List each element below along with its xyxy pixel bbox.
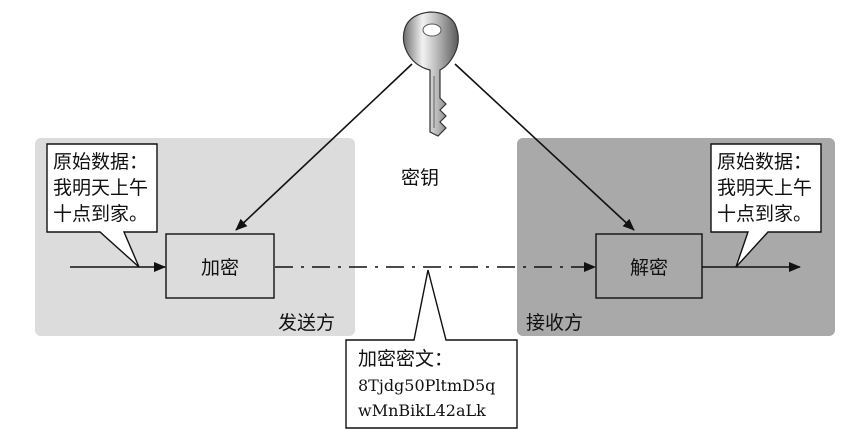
ciphertext-line1: 8Tjdg50PltmD5q — [358, 376, 495, 395]
sender-callout-line2: 十点到家。 — [53, 203, 148, 225]
ciphertext-line2: wMnBikL42aLk — [358, 401, 486, 420]
receiver-callout-title: 原始数据： — [717, 151, 812, 173]
sender-zone-label: 发送方 — [278, 312, 335, 334]
key-to-encrypt-arrow — [235, 63, 413, 231]
receiver-callout-line2: 十点到家。 — [717, 203, 812, 225]
sender-callout-line1: 我明天上午 — [53, 177, 148, 199]
ciphertext-title: 加密密文： — [358, 348, 453, 370]
key-icon — [402, 11, 459, 137]
encrypt-box — [165, 233, 275, 299]
decrypt-box — [595, 233, 703, 299]
ciphertext-callout: 加密密文： 8Tjdg50PltmD5q wMnBikL42aLk — [345, 269, 518, 429]
sender-callout-title: 原始数据： — [53, 151, 148, 173]
encrypt-label: 加密 — [201, 257, 239, 279]
receiver-callout: 原始数据： 我明天上午 十点到家。 — [710, 143, 822, 268]
key-label: 密钥 — [401, 167, 439, 189]
sender-callout: 原始数据： 我明天上午 十点到家。 — [46, 143, 158, 268]
key-to-decrypt-arrow — [454, 63, 635, 231]
decrypt-label: 解密 — [630, 257, 668, 279]
receiver-zone-label: 接收方 — [526, 312, 583, 334]
receiver-callout-line1: 我明天上午 — [717, 177, 812, 199]
